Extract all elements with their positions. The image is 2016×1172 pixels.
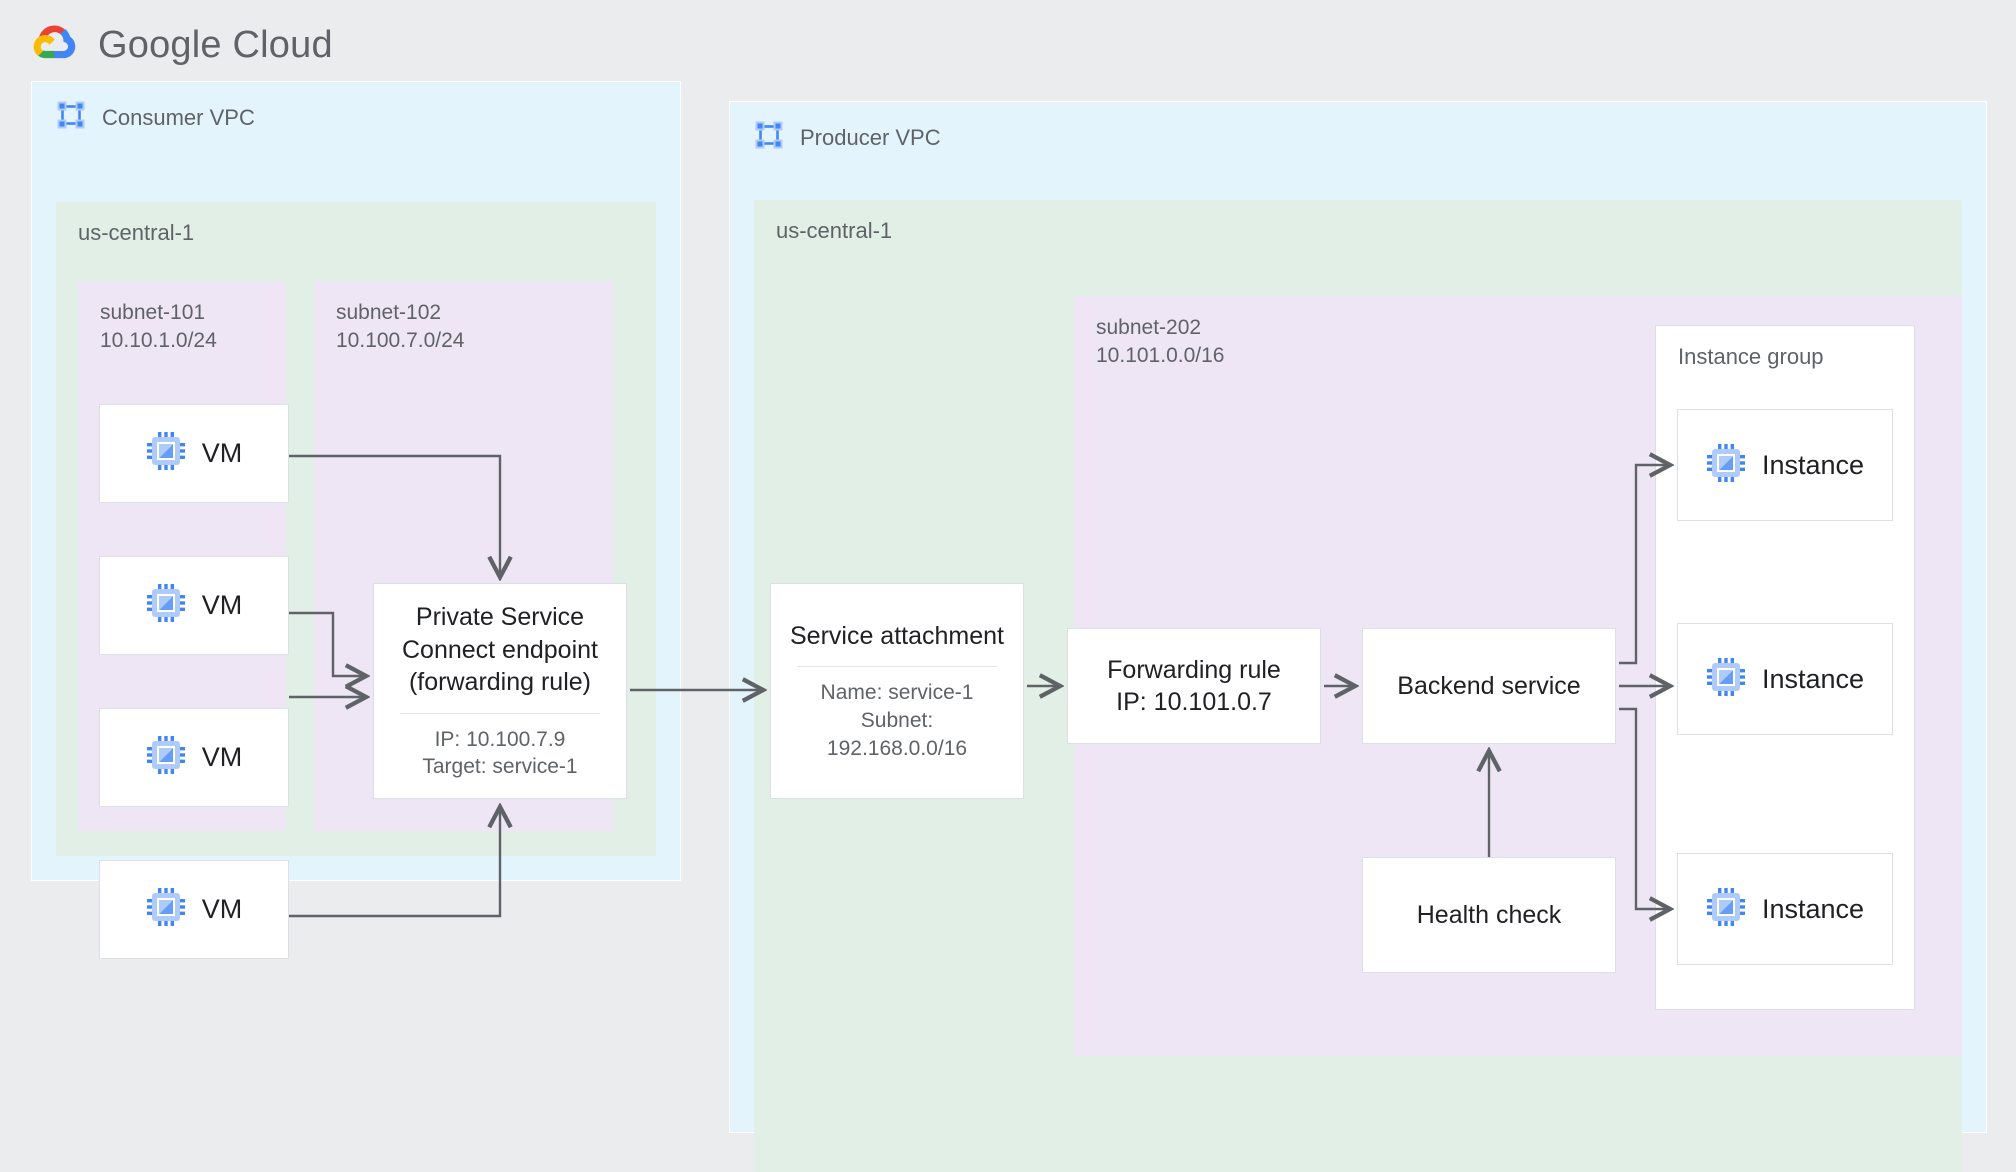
- consumer-region-label: us-central-1: [78, 220, 195, 245]
- subnet-102-cidr: 10.100.7.0/24: [336, 328, 465, 352]
- brand-wordmark: Google Cloud: [98, 24, 333, 66]
- instance-group-label: Instance group: [1678, 344, 1824, 369]
- backend-service-label: Backend service: [1397, 671, 1581, 700]
- consumer-vpc-label: Consumer VPC: [102, 104, 255, 130]
- google-cloud-logo-icon: [30, 22, 80, 69]
- vm-chip-icon: [146, 431, 186, 476]
- vm-card-2[interactable]: VM: [99, 556, 289, 655]
- producer-vpc-label: Producer VPC: [800, 124, 941, 150]
- subnet-102-name: subnet-102: [336, 301, 442, 324]
- vm-chip-icon: [1706, 657, 1746, 702]
- service-attachment-subnet-label: Subnet:: [860, 708, 934, 732]
- service-attachment-card[interactable]: Service attachment Name: service-1 Subne…: [770, 583, 1024, 799]
- consumer-vpc-header: Consumer VPC: [56, 100, 255, 135]
- divider: [797, 666, 997, 668]
- vm-label-1: VM: [201, 438, 243, 468]
- service-attachment-subnet-cidr: 192.168.0.0/16: [826, 736, 968, 760]
- vm-chip-icon: [1706, 887, 1746, 932]
- health-check-label: Health check: [1416, 900, 1562, 929]
- brand-header: Google Cloud: [30, 22, 333, 69]
- forwarding-rule-card[interactable]: Forwarding rule IP: 10.101.0.7: [1067, 628, 1321, 744]
- psc-endpoint-meta: IP: 10.100.7.9 Target: service-1: [422, 726, 577, 781]
- instance-card-2[interactable]: Instance: [1677, 623, 1893, 735]
- forwarding-rule-title: Forwarding rule IP: 10.101.0.7: [1107, 654, 1281, 719]
- instance-label-3: Instance: [1761, 893, 1865, 924]
- service-attachment-name: Name: service-1: [820, 681, 974, 705]
- divider: [400, 712, 600, 714]
- vpc-icon: [754, 120, 784, 155]
- vm-card-4[interactable]: VM: [99, 860, 289, 959]
- subnet-101-label: subnet-101 10.10.1.0/24: [100, 299, 217, 354]
- vm-chip-icon: [1706, 443, 1746, 488]
- psc-endpoint-ip: IP: 10.100.7.9: [434, 727, 566, 751]
- private-service-connect-endpoint-card[interactable]: Private Service Connect endpoint (forwar…: [373, 583, 627, 799]
- service-attachment-title: Service attachment: [790, 621, 1004, 650]
- psc-endpoint-target: Target: service-1: [422, 755, 578, 779]
- vm-chip-icon: [146, 735, 186, 780]
- subnet-101-name: subnet-101: [100, 301, 206, 324]
- vpc-icon: [56, 100, 86, 135]
- subnet-202-name: subnet-202: [1096, 316, 1202, 339]
- producer-vpc-header: Producer VPC: [754, 120, 941, 155]
- psc-endpoint-title-line-3: (forwarding rule): [408, 668, 591, 697]
- psc-endpoint-title-line-2: Connect endpoint: [402, 635, 598, 664]
- health-check-card[interactable]: Health check: [1362, 857, 1616, 973]
- vm-card-3[interactable]: VM: [99, 708, 289, 807]
- instance-card-1[interactable]: Instance: [1677, 409, 1893, 521]
- psc-endpoint-title-line-1: Private Service: [415, 603, 585, 632]
- vm-card-1[interactable]: VM: [99, 404, 289, 503]
- vm-chip-icon: [146, 583, 186, 628]
- subnet-202-cidr: 10.101.0.0/16: [1096, 343, 1225, 367]
- subnet-202-label: subnet-202 10.101.0.0/16: [1096, 314, 1224, 369]
- vm-label-4: VM: [201, 894, 243, 924]
- vm-label-3: VM: [201, 742, 243, 772]
- backend-service-card[interactable]: Backend service: [1362, 628, 1616, 744]
- vm-chip-icon: [146, 887, 186, 932]
- subnet-102-label: subnet-102 10.100.7.0/24: [336, 299, 464, 354]
- instance-label-1: Instance: [1761, 449, 1865, 480]
- subnet-101-cidr: 10.10.1.0/24: [100, 328, 217, 352]
- forwarding-rule-ip: IP: 10.101.0.7: [1116, 688, 1272, 716]
- psc-endpoint-title: Private Service Connect endpoint (forwar…: [402, 601, 598, 699]
- forwarding-rule-name: Forwarding rule: [1107, 655, 1281, 684]
- vm-label-2: VM: [201, 590, 243, 620]
- producer-region-label: us-central-1: [776, 218, 893, 243]
- service-attachment-meta: Name: service-1 Subnet: 192.168.0.0/16: [821, 679, 974, 762]
- instance-label-2: Instance: [1761, 663, 1865, 694]
- instance-card-3[interactable]: Instance: [1677, 853, 1893, 965]
